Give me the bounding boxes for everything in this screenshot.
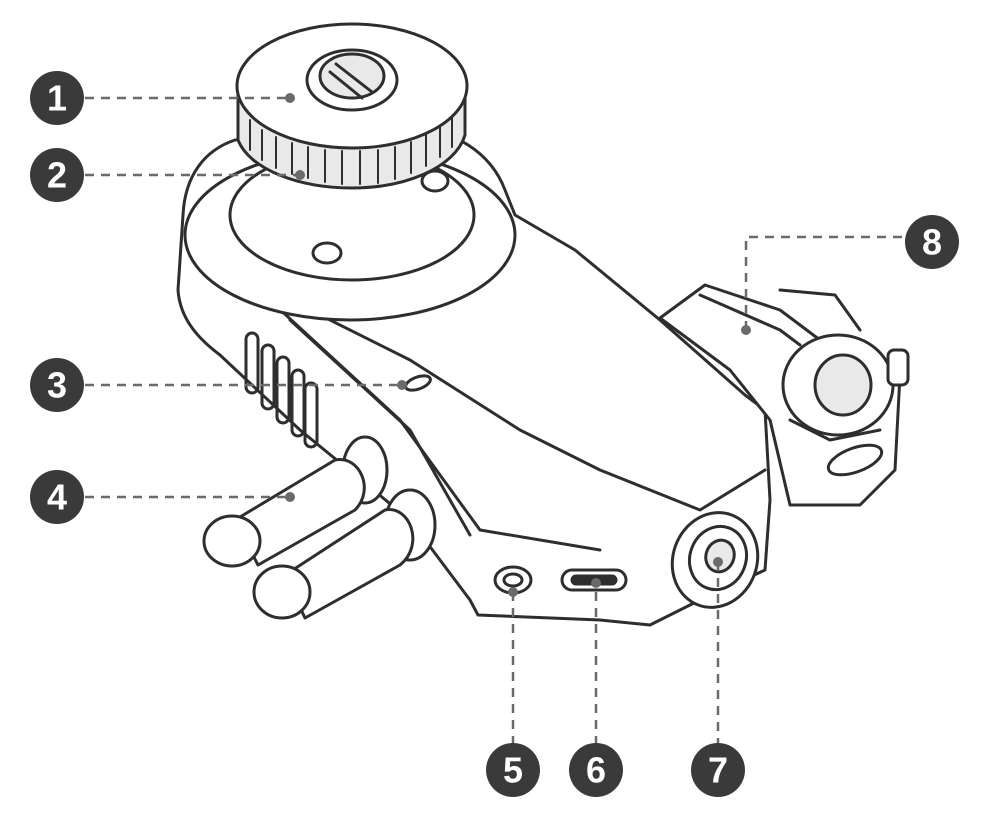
callouts: 1 2 3 4 5 6 7 8 [30,71,959,797]
callout-2: 2 [30,148,84,202]
callout-7: 7 [691,743,745,797]
leader-lines [85,96,910,745]
callout-1-label: 1 [47,78,67,119]
rod-clamp [658,283,910,507]
callout-2-label: 2 [47,155,67,196]
twin-ports [202,435,437,620]
callout-4-label: 4 [47,477,67,518]
callout-7-label: 7 [708,750,728,791]
callout-4: 4 [30,470,84,524]
gear-screw-slot [328,62,374,100]
screw-hole-left [311,241,343,265]
callout-8-label: 8 [922,222,942,263]
screw-hole-right [420,169,450,193]
housing-bevel-2 [288,318,472,537]
audio-jack-inner [502,572,524,588]
callout-3-label: 3 [47,365,67,406]
callout-1: 1 [30,71,84,125]
round-button-center [704,538,736,574]
leader-dots [285,93,751,597]
callout-3: 3 [30,358,84,412]
callout-5-label: 5 [503,750,523,791]
focus-motor-illustration [176,22,910,627]
callout-5: 5 [486,743,540,797]
callout-6-label: 6 [586,750,606,791]
vent-grille [244,331,319,449]
callout-8: 8 [905,215,959,269]
gear-teeth [249,117,453,185]
callout-6: 6 [569,743,623,797]
